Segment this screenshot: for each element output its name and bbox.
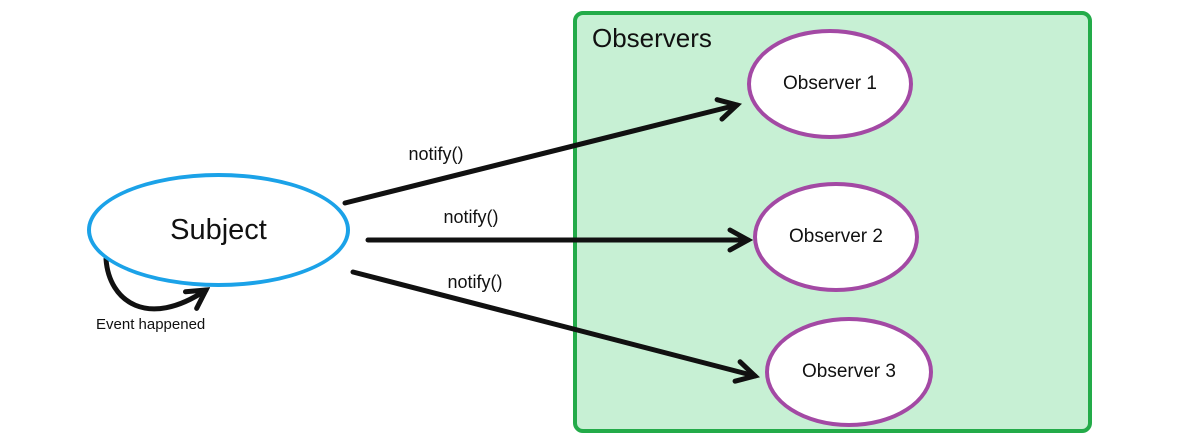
observer-2-label: Observer 2 (789, 226, 883, 247)
event-happened-label: Event happened (96, 316, 206, 333)
notify-label-1: notify() (408, 144, 464, 164)
observer-node-3: Observer 3 (765, 317, 933, 427)
subject-label: Subject (170, 213, 267, 246)
notify-label-2: notify() (443, 207, 499, 227)
notify-label-3: notify() (447, 272, 503, 292)
observer-node-1: Observer 1 (747, 29, 913, 139)
subject-node: Subject (87, 173, 350, 287)
observer-3-label: Observer 3 (802, 361, 896, 382)
observer-1-label: Observer 1 (783, 73, 877, 94)
observers-group-title: Observers (592, 23, 712, 53)
observer-node-2: Observer 2 (753, 182, 919, 292)
